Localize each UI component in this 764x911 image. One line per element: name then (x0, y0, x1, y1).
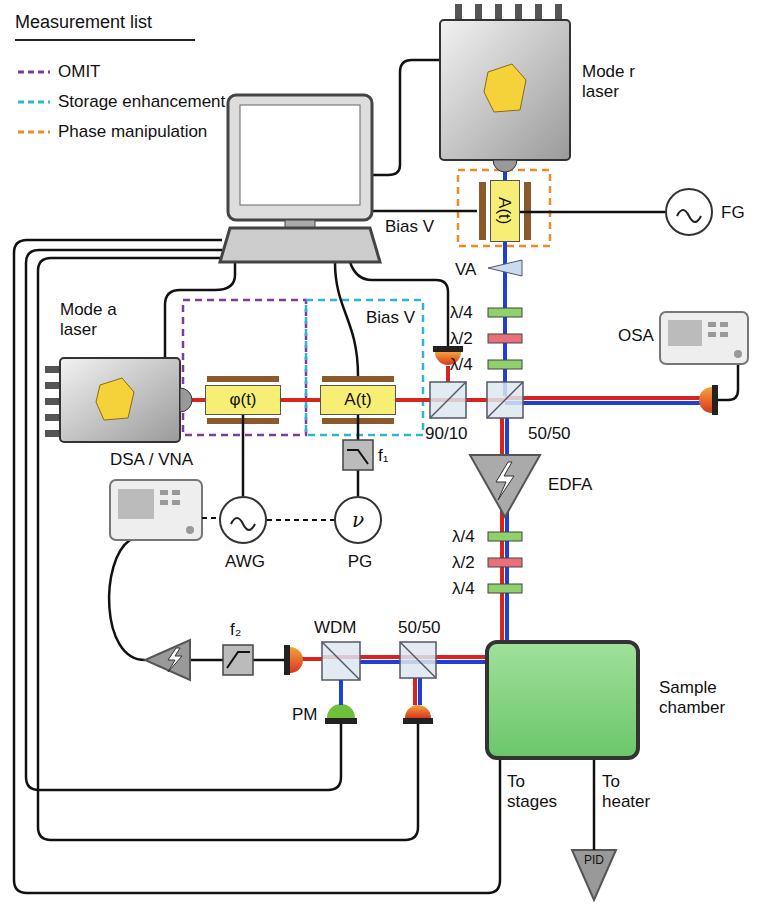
part-label: f₂ (230, 620, 241, 640)
pid-controller: PID (572, 850, 616, 900)
connector (520, 211, 665, 214)
label-text: AWG (211, 552, 279, 572)
label-text: PM (292, 705, 322, 725)
sine-symbol (677, 210, 701, 222)
label-text: φ(t) (229, 390, 256, 410)
part-label: Bias V (366, 308, 415, 328)
wdm: WDM (322, 642, 360, 680)
part-label: To heater (602, 772, 662, 811)
part-label: VA (455, 260, 476, 280)
part-label: f₁ (378, 446, 388, 466)
highpass-symbol (227, 652, 250, 668)
pg-symbol (335, 497, 381, 543)
label-text: WDM (314, 618, 374, 638)
laser-r (440, 4, 570, 172)
part-label: 50/50 (528, 424, 571, 444)
phase-modulator: φ(t) (205, 385, 281, 415)
function-generator: FG (665, 188, 713, 236)
label-text: PG (326, 552, 394, 572)
highpass-filter (223, 645, 253, 675)
label-text: PID (572, 854, 616, 868)
label-text: Sample chamber (659, 678, 744, 717)
rf-amplifier (145, 640, 190, 680)
label-text: OSA (618, 326, 658, 346)
label-text: Mode a laser (60, 300, 140, 339)
pulse-generator: νPG (334, 496, 382, 544)
cables (14, 60, 738, 893)
sine-symbol (231, 518, 255, 530)
waveform-generator: AWG (219, 496, 267, 544)
laser-a: Mode a laser (60, 358, 180, 442)
label-text: ν (352, 509, 364, 532)
amplitude-modulator: A(t) (320, 385, 396, 415)
phase-box (458, 170, 550, 246)
part-label: λ/4 (452, 527, 475, 547)
part-label: 90/10 (425, 424, 468, 444)
label-text: EDFA (548, 475, 608, 495)
legend-text: Phase manipulation (58, 122, 207, 142)
legend-text: Storage enhancement (58, 92, 225, 112)
storage-box (306, 300, 423, 435)
lowpass-symbol (347, 450, 368, 464)
edfa: EDFA (470, 455, 540, 517)
part-label: λ/4 (452, 579, 475, 599)
power-meter: PM (326, 705, 356, 723)
legend-sample (18, 101, 50, 104)
part-label: To stages (507, 772, 562, 811)
edfa-symbol (470, 455, 540, 517)
connector (339, 680, 343, 705)
instruments (110, 312, 748, 540)
legend-text: OMIT (58, 62, 101, 82)
connector (267, 519, 334, 521)
lightning (496, 462, 514, 500)
analyzer: DSA / VNA (110, 480, 202, 540)
fg-symbol (666, 189, 712, 235)
part-label: λ/2 (450, 329, 473, 349)
part-label: λ/4 (450, 355, 473, 375)
omit-box (183, 300, 306, 435)
label-text: DSA / VNA (110, 450, 210, 470)
legend-title: Measurement list (15, 12, 152, 33)
legend-sample (18, 71, 50, 74)
part-label: λ/4 (450, 303, 473, 323)
label-text: A(t) (344, 390, 371, 410)
label-text: FG (721, 203, 761, 223)
pid-symbol (572, 850, 616, 900)
sample-chamber: Sample chamber (485, 640, 640, 760)
awg-symbol (220, 497, 266, 543)
spectrum-analyzer: OSA (660, 312, 748, 364)
connector (242, 415, 245, 496)
laser-a (45, 358, 192, 442)
beams (180, 160, 700, 705)
part-label: 50/50 (398, 618, 441, 638)
legend-sample (18, 131, 50, 134)
laser-r: Mode r laser (440, 20, 570, 160)
amplitude-modulator: A(t) (490, 180, 520, 242)
label-text: A(t) (495, 197, 515, 224)
connector (202, 517, 219, 519)
lowpass-filter (343, 440, 373, 470)
computer (220, 95, 380, 262)
part-label: λ/2 (452, 553, 475, 573)
waveplates (488, 308, 522, 593)
attenuator (488, 260, 522, 276)
lightning (168, 648, 182, 672)
part-label: Bias V (385, 217, 434, 237)
legend-rule (15, 39, 195, 41)
label-text: Mode r laser (582, 62, 662, 101)
connector (593, 760, 596, 850)
